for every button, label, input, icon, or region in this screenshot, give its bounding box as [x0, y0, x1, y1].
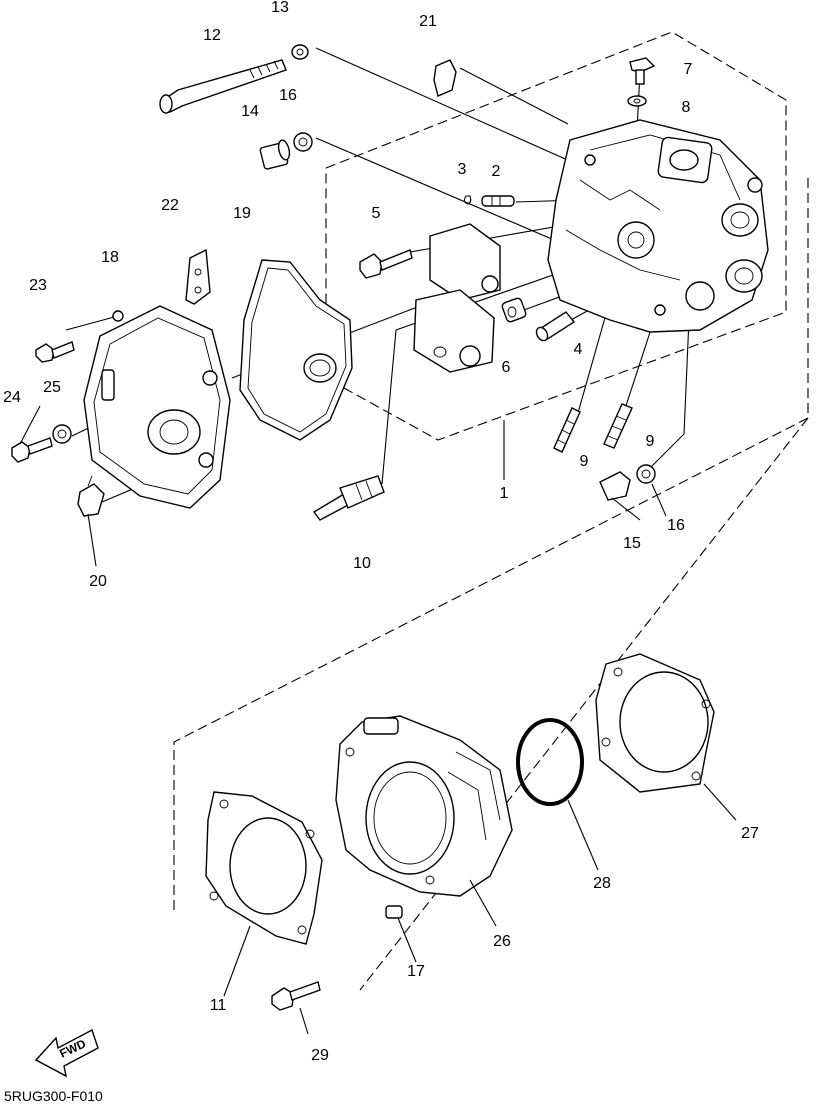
callout-11: 11	[210, 997, 227, 1014]
callout-17: 17	[407, 963, 425, 980]
cylinder-assembly-boundary	[173, 178, 809, 991]
part-20-clamp	[77, 475, 105, 517]
callout-26: 26	[493, 933, 511, 950]
callout-10: 10	[353, 555, 371, 572]
callout-3: 3	[458, 161, 467, 178]
part-28-o-ring	[516, 718, 584, 806]
callout-5: 5	[372, 205, 381, 222]
callout-27: 27	[741, 825, 759, 842]
part-17-dowel	[385, 905, 403, 919]
callout-9a: 9	[580, 453, 589, 470]
callout-20: 20	[89, 573, 107, 590]
callout-7: 7	[684, 61, 693, 78]
part-29-bolt	[271, 981, 321, 1011]
part-15-cap	[599, 471, 631, 501]
part-13-washer	[291, 44, 309, 60]
callout-8: 8	[682, 99, 691, 116]
callout-4: 4	[574, 341, 583, 358]
part-22-plate	[185, 248, 211, 305]
callout-21: 21	[419, 13, 437, 30]
part-24-bolt	[11, 437, 53, 463]
callout-19: 19	[233, 205, 251, 222]
part-10-spark-plug	[312, 475, 385, 521]
callout-15: 15	[623, 535, 641, 552]
part-9-stud-right	[603, 403, 633, 449]
callout-13: 13	[271, 0, 289, 16]
part-4-sensor	[535, 311, 576, 342]
callout-12: 12	[203, 27, 221, 44]
part-11-cylinder-base-gasket	[205, 791, 323, 945]
callout-23: 23	[29, 277, 47, 294]
part-25-washer	[52, 424, 72, 444]
callout-16b: 16	[667, 517, 685, 534]
part-18-head-cover	[83, 305, 231, 509]
forward-direction-arrow: FWD	[34, 1028, 99, 1078]
part-1-cylinder-head	[547, 119, 769, 333]
part-7-bolt	[629, 57, 656, 85]
lower-leader-lines	[19, 405, 737, 1035]
figure-code: 5RUG300-F010	[4, 1088, 103, 1104]
part-23-bolt	[35, 341, 75, 363]
part-21-bracket	[433, 59, 457, 97]
part-16-washer-lower	[636, 464, 656, 484]
callout-22: 22	[161, 197, 179, 214]
callout-labels: 1 2 3 4 5 6 7 8 9 9 10 11 12 13 14 15 16…	[3, 0, 759, 1064]
callout-24: 24	[3, 389, 21, 406]
part-16-washer-top	[293, 132, 313, 152]
callout-2: 2	[492, 163, 501, 180]
part-2-pin	[481, 195, 515, 207]
part-26-cylinder	[335, 715, 513, 897]
cam-bracket-assembly	[413, 223, 501, 373]
part-5-bolt	[359, 249, 413, 279]
callout-29: 29	[311, 1047, 329, 1064]
callout-9b: 9	[646, 433, 655, 450]
part-9-stud-left	[553, 407, 581, 453]
callout-6: 6	[502, 359, 511, 376]
callout-16a: 16	[279, 87, 297, 104]
callout-18: 18	[101, 249, 119, 266]
part-6-plug	[501, 297, 527, 323]
part-3-clip	[463, 195, 472, 205]
part-27-cylinder-head-gasket	[595, 653, 715, 793]
callout-14: 14	[241, 103, 259, 120]
callout-25: 25	[43, 379, 61, 396]
part-14-dowel	[259, 139, 291, 170]
callout-1: 1	[500, 485, 509, 502]
callout-28: 28	[593, 875, 611, 892]
part-8-washer	[627, 95, 647, 107]
part-12-bolt	[159, 59, 287, 114]
part-19-head-cover-gasket	[239, 259, 353, 441]
